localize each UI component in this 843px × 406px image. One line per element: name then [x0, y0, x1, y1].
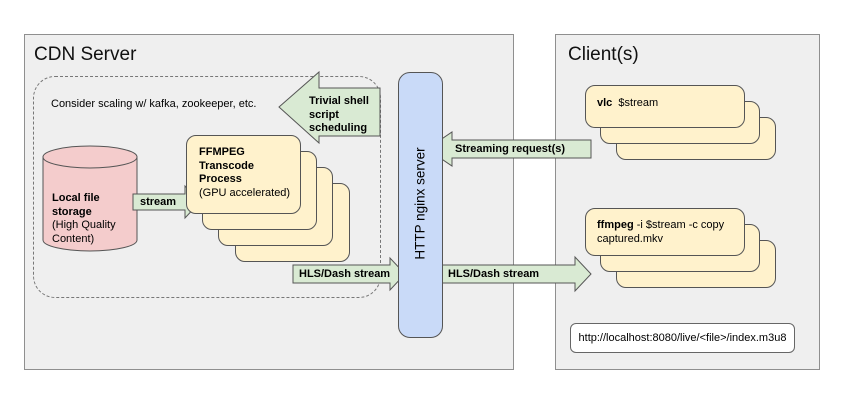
local-storage-cylinder	[42, 145, 138, 252]
ffmpeg-card	[186, 135, 301, 214]
vlc-card	[585, 85, 745, 128]
scheduling-label: Trivial shell script scheduling	[309, 95, 369, 134]
ffmpeg-client-card	[585, 208, 745, 256]
cdn-server-title: CDN Server	[34, 44, 137, 65]
hls-internal-arrow	[292, 256, 406, 292]
vlc-args: $stream	[618, 97, 659, 109]
ffmpeg-subtitle: (GPU accelerated)	[199, 186, 291, 199]
nginx-server	[398, 72, 443, 338]
stream-url: http://localhost:8080/live/<file>/index.…	[578, 332, 787, 344]
client-title: Client(s)	[568, 44, 639, 65]
ffmpeg-client-command: ffmpeg	[597, 219, 634, 231]
streaming-request-label: Streaming request(s)	[455, 143, 566, 155]
scaling-boundary	[33, 76, 381, 298]
stream-label: stream	[140, 196, 177, 208]
storage-label: Local file storage (High Quality Content…	[52, 192, 132, 246]
ffmpeg-title: FFMPEG Transcode Process	[199, 146, 255, 185]
hls-client-label: HLS/Dash stream	[448, 268, 540, 280]
storage-subtitle: (High Quality Content)	[52, 219, 116, 245]
streaming-request-arrow	[426, 131, 592, 167]
hls-internal-label: HLS/Dash stream	[299, 268, 391, 280]
ffmpeg-client-args: -i $stream -c copy captured.mkv	[597, 219, 725, 245]
hls-client-arrow	[439, 255, 592, 293]
nginx-label: HTTP nginx server	[412, 147, 428, 260]
vlc-text: vlc $stream	[597, 97, 737, 111]
stream-url-box: http://localhost:8080/live/<file>/index.…	[570, 323, 795, 353]
storage-title: Local file storage	[52, 192, 100, 218]
vlc-command: vlc	[597, 97, 613, 109]
ffmpeg-client-text: ffmpeg -i $stream -c copy captured.mkv	[597, 219, 742, 246]
ffmpeg-text: FFMPEG Transcode Process (GPU accelerate…	[199, 146, 299, 200]
scheduling-arrow	[278, 70, 381, 145]
scaling-note: Consider scaling w/ kafka, zookeeper, et…	[51, 98, 257, 110]
